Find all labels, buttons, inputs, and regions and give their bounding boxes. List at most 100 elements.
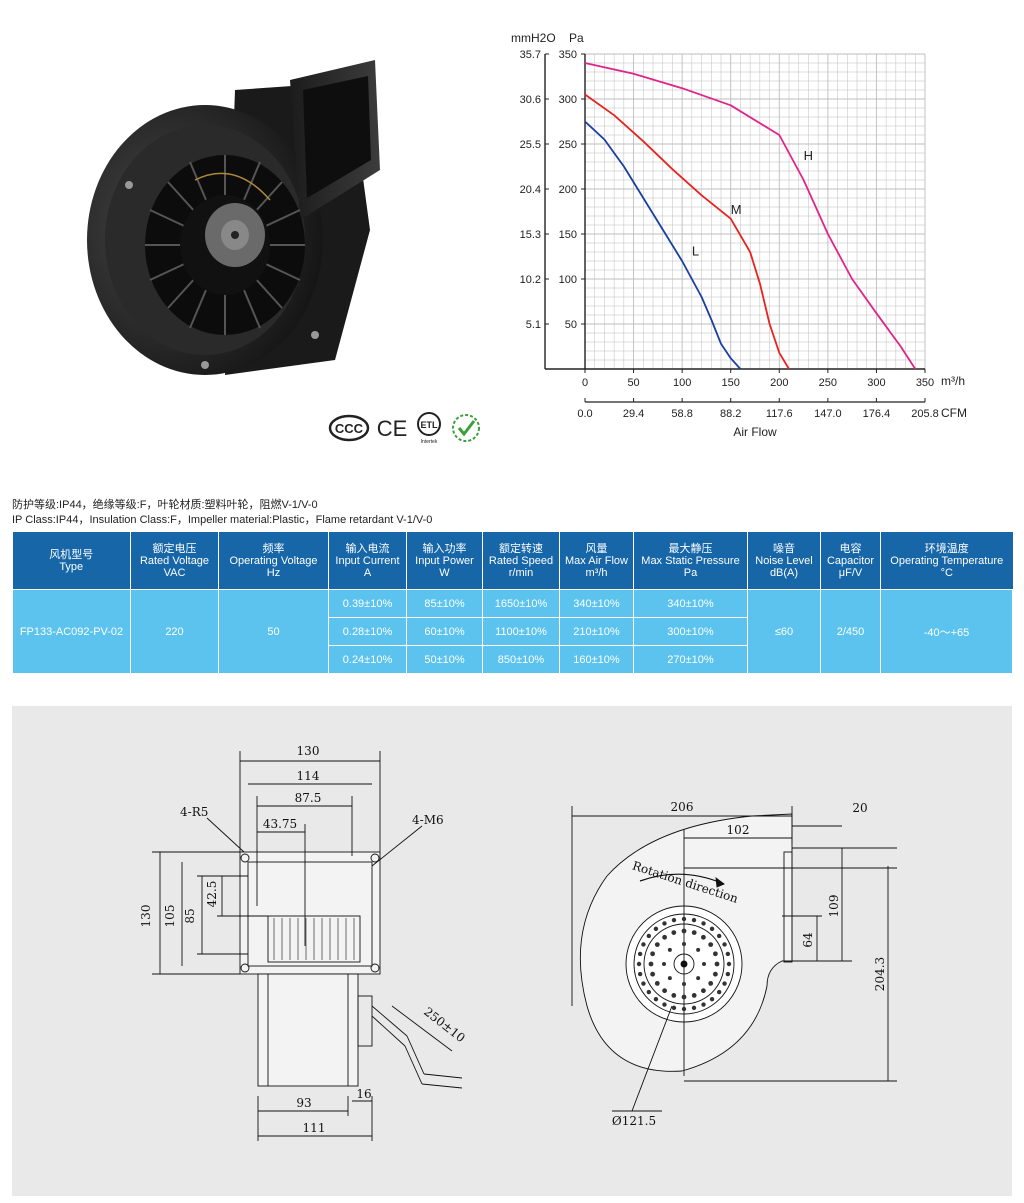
y-left-unit-label: mmH2O xyxy=(511,31,556,45)
impeller-rivet xyxy=(716,933,722,939)
header-en: Capacitor xyxy=(826,554,875,567)
speed-cell: 1650±10% xyxy=(482,589,560,618)
impeller-rivet xyxy=(646,989,652,995)
impeller-rivet xyxy=(708,942,714,948)
impeller-rivet xyxy=(682,942,686,946)
impeller-rivet xyxy=(714,961,720,967)
power-cell: 50±10% xyxy=(406,645,483,674)
dim-front-width-87-5: 87.5 xyxy=(295,791,322,805)
header-unit: dB(A) xyxy=(769,566,799,579)
x-tick-label: 150 xyxy=(722,377,740,389)
series-label-l: L xyxy=(692,244,699,259)
dim-front-16: 16 xyxy=(356,1087,371,1101)
table-row: 0.28±10% 60±10% 1100±10% 210±10% 300±10% xyxy=(13,617,1013,646)
noise-cell: ≤60 xyxy=(747,589,821,674)
y-right-tick-label: 250 xyxy=(559,139,577,151)
header-cn: 风量 xyxy=(585,542,608,555)
impeller-rivet xyxy=(725,951,731,957)
chart-labels: 501001502002503003505.110.215.320.425.53… xyxy=(511,31,967,439)
dim-front-height-42-5: 42.5 xyxy=(205,881,219,908)
impeller-rivet xyxy=(712,971,718,977)
dim-side-width-206: 206 xyxy=(671,800,694,814)
impeller-rivet xyxy=(681,1006,687,1012)
x-tick-label: 350 xyxy=(916,377,934,389)
impeller-rivet xyxy=(700,988,706,994)
header-en: Operating Temperature xyxy=(890,554,1004,567)
spec-notes: 防护等级:IP44，绝缘等级:F，叶轮材质:塑料叶轮，阻燃V-1/V-0 IP … xyxy=(12,498,432,528)
performance-chart: 501001502002503003505.110.215.320.425.53… xyxy=(511,31,967,439)
current-cell: 0.39±10% xyxy=(328,589,407,618)
header-unit: r/min xyxy=(508,566,534,579)
impeller-rivet xyxy=(691,930,697,936)
x2-tick-label: 176.4 xyxy=(863,408,891,420)
ccc-icon: CCC xyxy=(328,412,370,444)
impeller-rivet xyxy=(722,981,727,986)
header-en: Rated Voltage xyxy=(139,554,210,567)
y-left-tick-label: 20.4 xyxy=(520,184,541,196)
series-line-h xyxy=(584,62,917,370)
header-unit: °C xyxy=(940,566,953,579)
y-right-unit-label: Pa xyxy=(569,31,584,45)
airflow-cell: 160±10% xyxy=(559,645,634,674)
header-cn: 风机型号 xyxy=(49,548,94,561)
impeller-rivet xyxy=(681,916,687,922)
impeller-rivet xyxy=(641,942,646,947)
header-en: Input Current xyxy=(335,554,400,567)
chart-series xyxy=(584,62,917,370)
impeller-rivet xyxy=(667,976,672,981)
header-en: Noise Level xyxy=(755,554,813,567)
etl-sub-label: Intertek xyxy=(421,439,438,445)
notes-english: IP Class:IP44，Insulation Class:F，Impelle… xyxy=(12,514,433,526)
x-axis-title: Air Flow xyxy=(733,425,777,439)
etl-icon: ETL Intertek xyxy=(414,412,444,445)
dim-side-width-102: 102 xyxy=(727,823,750,837)
impeller-rivet xyxy=(725,971,731,977)
header-cn: 最大静压 xyxy=(668,542,713,555)
airflow-cell: 210±10% xyxy=(559,617,634,646)
impeller-rivet xyxy=(650,971,656,977)
impeller-rivet xyxy=(691,917,697,923)
impeller-rivet xyxy=(667,947,672,952)
impeller-rivet xyxy=(641,981,646,986)
header-cn: 额定转速 xyxy=(499,542,543,555)
x2-tick-label: 58.8 xyxy=(671,408,692,420)
y-left-tick-label: 10.2 xyxy=(520,274,541,286)
y-right-tick-label: 150 xyxy=(559,229,577,241)
impeller-rivet xyxy=(708,980,714,986)
table-row: FP133-AC092-PV-02 220 50 0.39±10% 85±10%… xyxy=(12,589,1013,674)
dimension-drawing: 130 114 87.5 43.75 4-R5 4-M6 130 105 85 … xyxy=(139,744,897,1141)
y-right-tick-label: 350 xyxy=(559,49,577,61)
dim-front-93: 93 xyxy=(296,1096,311,1110)
impeller-rivet xyxy=(671,917,677,923)
impeller-rivet xyxy=(637,951,643,957)
temperature-cell: -40～+65 xyxy=(880,589,1013,674)
impeller-rivet xyxy=(709,926,715,932)
impeller-rivet xyxy=(671,1005,677,1011)
impeller-rivet xyxy=(701,921,706,926)
power-cell: 60±10% xyxy=(406,617,483,646)
y-left-tick-label: 30.6 xyxy=(520,94,541,106)
header-en: Type xyxy=(59,560,84,573)
power-cell: 85±10% xyxy=(406,589,483,618)
impeller-rivet xyxy=(682,982,686,986)
header-cn: 输入电流 xyxy=(345,542,390,555)
header-en: Max Air Flow xyxy=(565,554,628,567)
pressure-cell: 300±10% xyxy=(633,617,748,646)
x-tick-label: 200 xyxy=(770,377,788,389)
header-unit: Pa xyxy=(683,566,698,579)
header-unit: m³/h xyxy=(585,566,608,579)
header-cn: 电容 xyxy=(839,542,862,555)
eco-check-icon xyxy=(450,412,482,444)
x2-unit-label: CFM xyxy=(941,406,967,420)
x2-tick-label: 88.2 xyxy=(720,408,741,420)
type-cell: FP133-AC092-PV-02 xyxy=(12,589,131,674)
dim-front-111: 111 xyxy=(303,1121,326,1135)
header-cn: 噪音 xyxy=(773,542,795,555)
